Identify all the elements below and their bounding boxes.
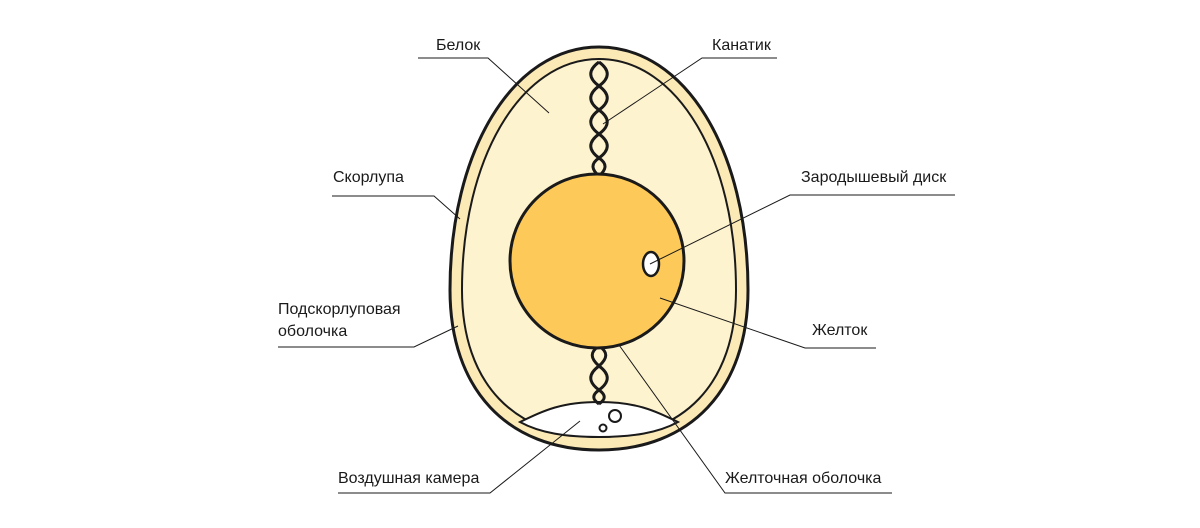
air-cell	[517, 400, 681, 439]
label-air-cell: Воздушная камера	[338, 470, 479, 487]
leader-lines	[278, 57, 955, 494]
chalaza-top	[589, 60, 609, 178]
label-vitelline-membrane: Желточная оболочка	[725, 470, 882, 487]
label-shell-membrane-line2: оболочка	[278, 323, 347, 340]
leader-germinal-disc	[649, 194, 955, 265]
leader-chalaza	[602, 57, 777, 125]
leader-shell-membrane	[278, 325, 459, 348]
leader-shell	[332, 195, 461, 220]
label-shell: Скорлупа	[333, 169, 404, 186]
leader-white	[418, 57, 550, 114]
air-bubble-small	[598, 423, 608, 433]
leader-vitelline-membrane	[618, 344, 892, 494]
yolk	[508, 172, 686, 350]
label-yolk: Желток	[812, 322, 868, 339]
label-shell-membrane-line1: Подскорлуповая	[278, 301, 401, 318]
label-germinal-disc: Зародышевый диск	[801, 169, 947, 186]
label-white: Белок	[436, 37, 481, 54]
leader-yolk	[659, 297, 876, 349]
label-chalaza: Канатик	[712, 37, 772, 54]
leader-air-cell	[338, 420, 581, 494]
air-bubble-large	[608, 409, 622, 423]
chalaza-bottom	[589, 344, 609, 406]
